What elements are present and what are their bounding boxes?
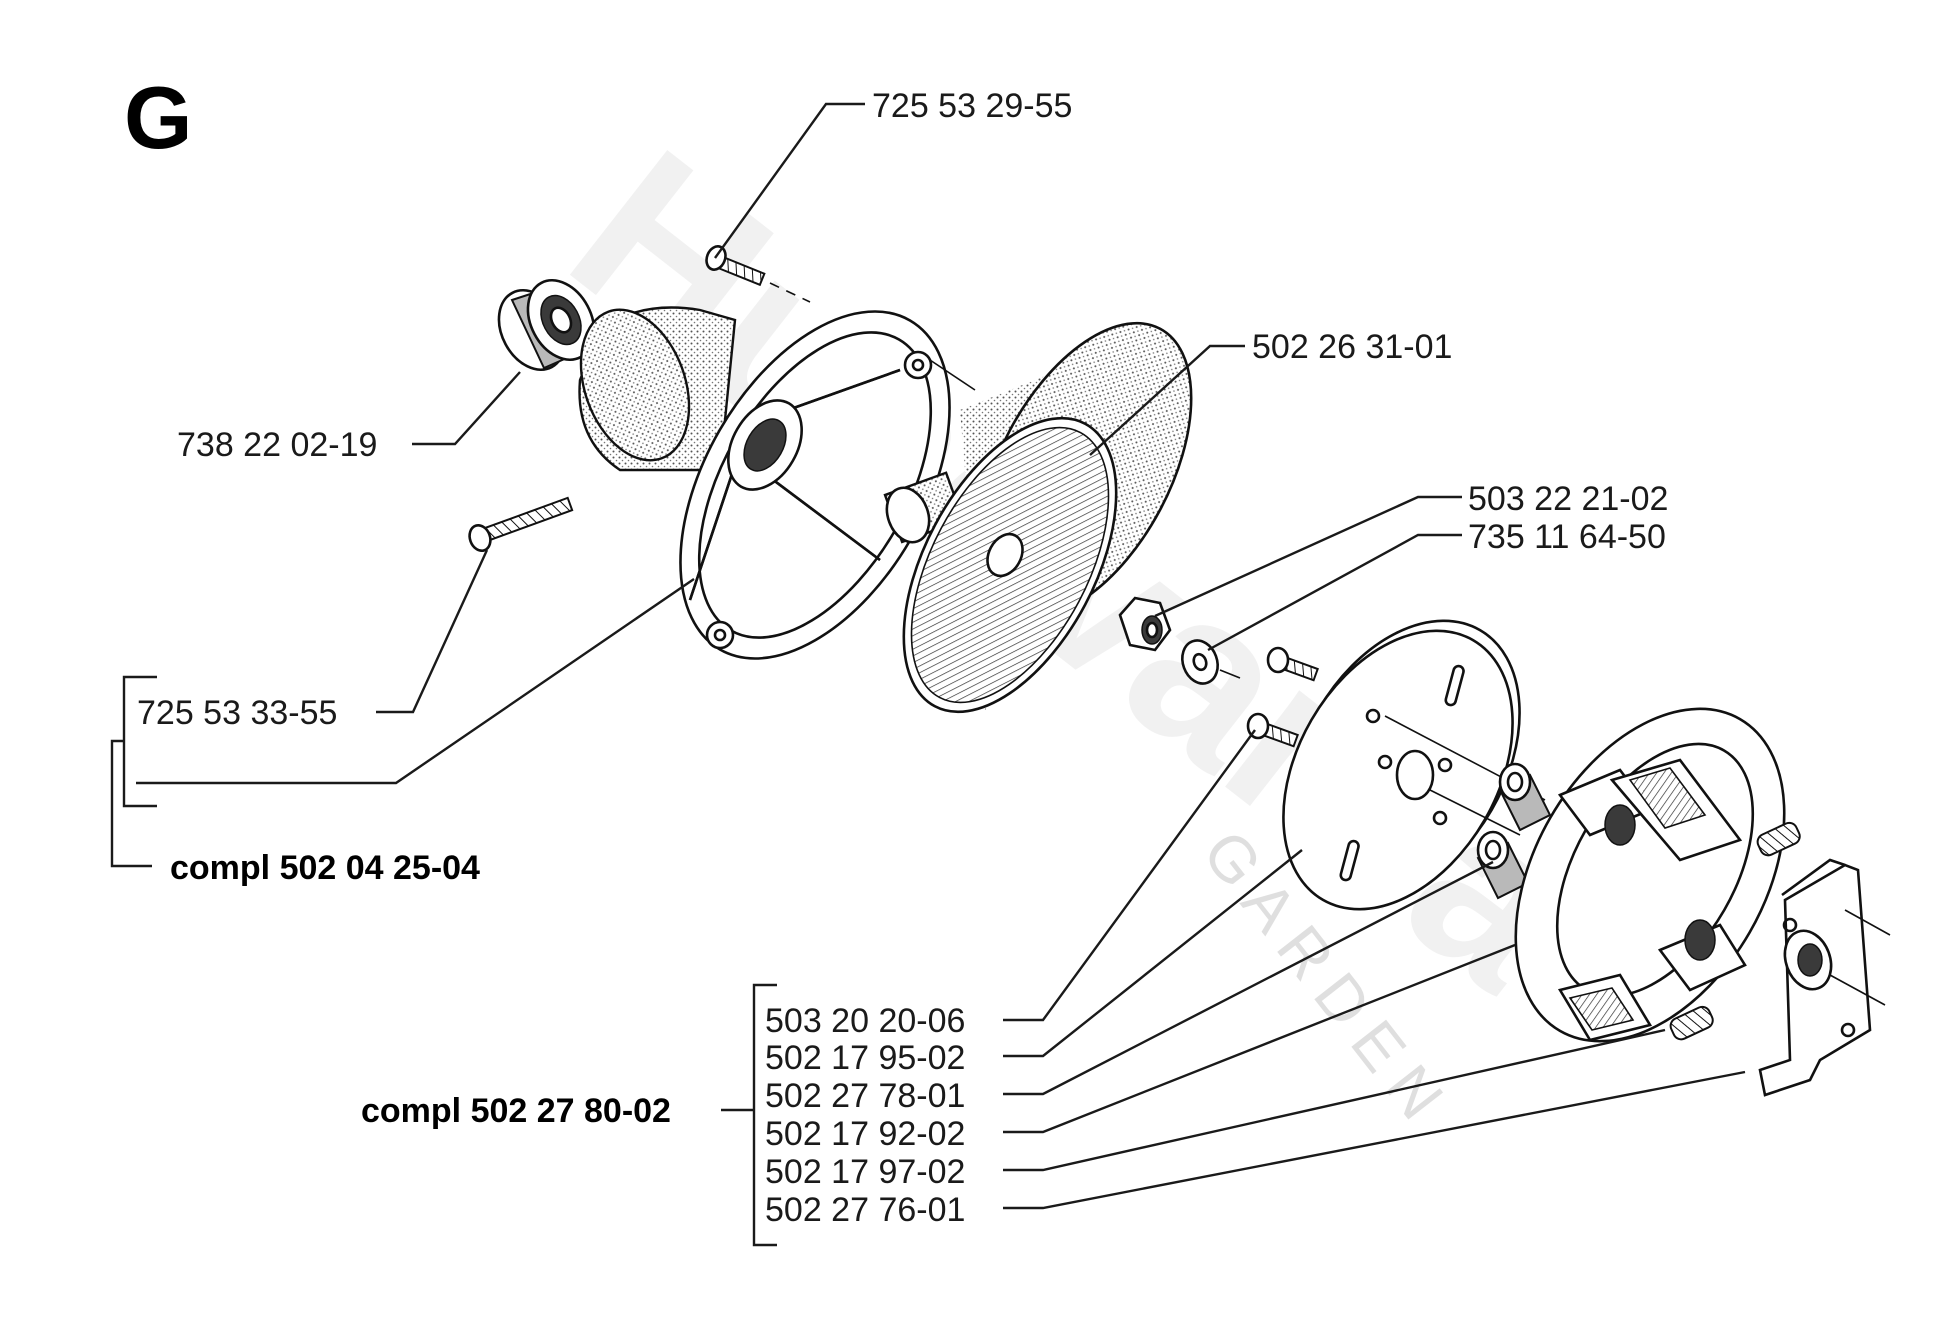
label-735-11-64-50: 735 11 64-50 bbox=[1468, 518, 1666, 556]
label-725-53-33-55: 725 53 33-55 bbox=[137, 694, 337, 732]
bracket-part bbox=[1758, 858, 1891, 1097]
clutch-housing-part bbox=[578, 306, 976, 660]
washer-part bbox=[1181, 639, 1241, 685]
part-labels: 725 53 29-55 738 22 02-19 502 26 31-01 5… bbox=[137, 87, 1668, 1229]
clutch-shoes-part bbox=[1514, 707, 1786, 1043]
leader-lines bbox=[110, 102, 1746, 1247]
label-compl-502-04-25-04: compl 502 04 25-04 bbox=[170, 849, 480, 887]
clutch-drum-part bbox=[883, 321, 1193, 714]
label-725-53-29-55: 725 53 29-55 bbox=[872, 87, 1072, 125]
label-502-26-31-01: 502 26 31-01 bbox=[1252, 328, 1452, 366]
springs-part bbox=[1669, 821, 1801, 1041]
screw-top-part bbox=[705, 245, 811, 303]
screw-left-part bbox=[468, 496, 574, 552]
label-502-27-78-01: 502 27 78-01 bbox=[765, 1077, 965, 1115]
nut-part bbox=[1118, 596, 1172, 652]
section-letter: G bbox=[124, 68, 192, 167]
small-screws-part bbox=[1246, 646, 1319, 748]
label-502-17-95-02: 502 17 95-02 bbox=[765, 1039, 965, 1077]
label-502-17-92-02: 502 17 92-02 bbox=[765, 1115, 965, 1153]
label-503-20-20-06: 503 20 20-06 bbox=[765, 1002, 965, 1040]
label-compl-502-27-80-02: compl 502 27 80-02 bbox=[361, 1092, 671, 1130]
plate-part bbox=[1282, 619, 1546, 911]
spacers-part bbox=[1476, 762, 1552, 900]
label-502-17-97-02: 502 17 97-02 bbox=[765, 1153, 965, 1191]
label-503-22-21-02: 503 22 21-02 bbox=[1468, 480, 1668, 518]
label-738-22-02-19: 738 22 02-19 bbox=[177, 426, 377, 464]
label-502-27-76-01: 502 27 76-01 bbox=[765, 1191, 965, 1229]
